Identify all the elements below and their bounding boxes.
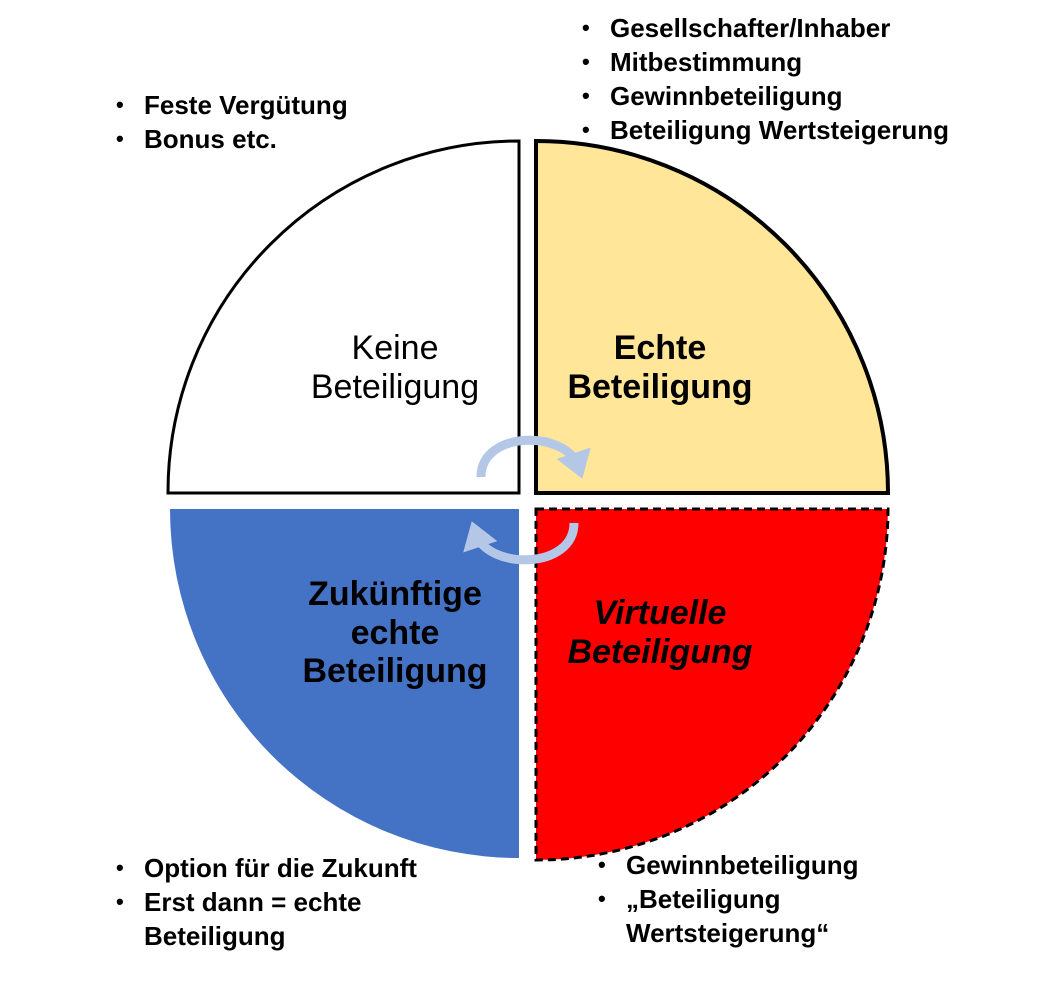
bullet-item: Gewinnbeteiligung [596,848,896,882]
bullets-virtuelle-beteiligung: Gewinnbeteiligung „Beteiligung Wertsteig… [596,848,896,950]
bullets-keine-beteiligung: Feste Vergütung Bonus etc. [114,88,348,156]
quadrant-virtuelle-beteiligung [534,507,890,862]
label-echte-line2: Beteiligung [567,368,752,406]
quadrant-echte-beteiligung [534,138,891,495]
label-keine-line2: Beteiligung [311,368,479,406]
bullets-echte-beteiligung: Gesellschafter/Inhaber Mitbestimmung Gew… [580,11,949,147]
bullet-item: Erst dann = echte Beteiligung [114,885,434,953]
label-echte-line1: Echte [614,329,707,367]
bullets-zukuenftige-beteiligung: Option für die Zukunft Erst dann = echte… [114,851,434,953]
bullet-item: Bonus etc. [114,122,348,156]
quadrant-zukuenftige-beteiligung [170,509,519,858]
label-virtuelle-line2: Beteiligung [567,633,752,671]
bullet-item: „Beteiligung Wertsteigerung“ [596,882,896,950]
curved-arrow-icon [463,521,579,565]
label-zukuenftige-line1: Zukünftige [308,575,482,613]
bullet-item: Gewinnbeteiligung [580,79,949,113]
bullet-item: Feste Vergütung [114,88,348,122]
bullet-item: Option für die Zukunft [114,851,434,885]
label-zukuenftige-line3: Beteiligung [302,652,487,690]
quadrant-keine-beteiligung [166,139,521,495]
label-virtuelle-line1: Virtuelle [594,594,727,632]
curved-arrow-icon [476,435,591,479]
bullet-item: Beteiligung Wertsteigerung [580,113,949,147]
bullet-item: Mitbestimmung [580,45,949,79]
label-keine-line1: Keine [352,329,439,367]
bullet-item: Gesellschafter/Inhaber [580,11,949,45]
label-zukuenftige-line2: echte [351,614,440,652]
